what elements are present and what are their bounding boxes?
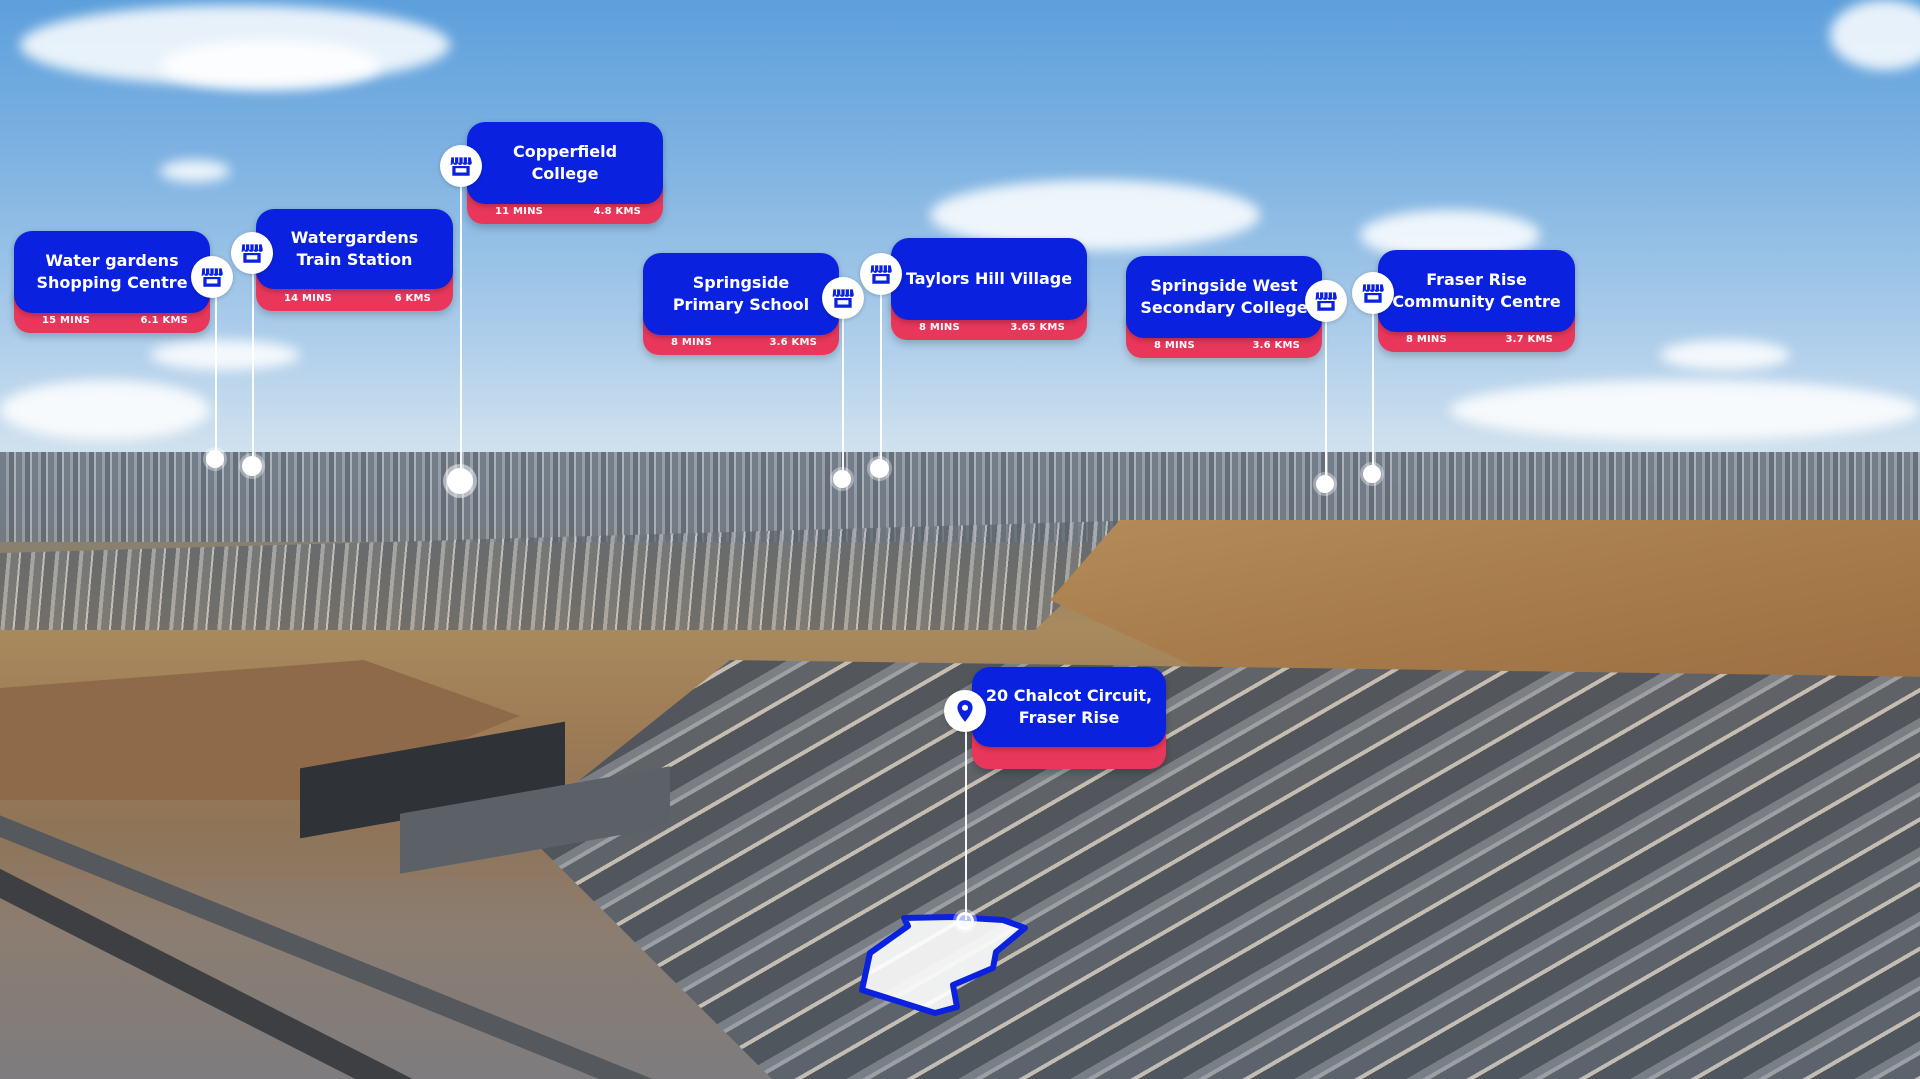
cloud bbox=[150, 340, 300, 370]
property-address: 20 Chalcot Circuit, Fraser Rise bbox=[972, 667, 1166, 747]
store-icon[interactable] bbox=[860, 253, 902, 295]
title-line: Taylors Hill Village bbox=[905, 269, 1073, 288]
distance: 3.65 KMS bbox=[1010, 322, 1065, 333]
location-dot-springside-west[interactable] bbox=[1316, 475, 1334, 493]
distance: 6 KMS bbox=[394, 293, 431, 304]
foreground-houses bbox=[520, 660, 1920, 1079]
travel-time: 14 MINS bbox=[284, 293, 333, 304]
cloud bbox=[1830, 0, 1920, 70]
store-icon[interactable] bbox=[231, 232, 273, 274]
location-dot-water-gardens[interactable] bbox=[206, 450, 224, 468]
pin-line bbox=[1325, 320, 1327, 480]
location-dot-watergardens-station[interactable] bbox=[242, 456, 262, 476]
store-icon[interactable] bbox=[1352, 272, 1394, 314]
cloud bbox=[0, 380, 210, 440]
distance: 4.8 KMS bbox=[593, 206, 641, 217]
pin-line bbox=[1372, 312, 1374, 472]
distance: 3.6 KMS bbox=[1252, 340, 1300, 351]
travel-time: 11 MINS bbox=[495, 206, 544, 217]
property-address-card[interactable]: 20 Chalcot Circuit, Fraser Rise bbox=[972, 667, 1166, 769]
title-line: College bbox=[531, 164, 599, 183]
title-line: Community Centre bbox=[1392, 292, 1561, 311]
title-line: Train Station bbox=[296, 250, 413, 269]
pin-line bbox=[842, 318, 844, 476]
pin-line bbox=[215, 290, 217, 458]
title-line: Copperfield bbox=[512, 142, 618, 161]
store-icon[interactable] bbox=[191, 256, 233, 298]
distance: 3.7 KMS bbox=[1505, 334, 1553, 345]
location-dot-taylors-hill[interactable] bbox=[870, 459, 889, 478]
card-title: Taylors Hill Village bbox=[891, 238, 1087, 320]
cloud bbox=[160, 160, 230, 182]
cloud bbox=[1660, 340, 1790, 370]
location-dot-fraser-rise-cc[interactable] bbox=[1363, 465, 1381, 483]
amenity-card-taylors-hill[interactable]: 8 MINS 3.65 KMS Taylors Hill Village bbox=[891, 238, 1087, 340]
travel-time: 15 MINS bbox=[42, 315, 91, 326]
pin-line bbox=[460, 185, 462, 475]
title-line: Water gardens bbox=[45, 251, 179, 270]
location-dot-springside-primary[interactable] bbox=[833, 470, 851, 488]
title-line: Springside West bbox=[1150, 276, 1298, 295]
distance: 3.6 KMS bbox=[769, 337, 817, 348]
travel-time: 8 MINS bbox=[1406, 334, 1447, 345]
travel-time: 8 MINS bbox=[919, 322, 960, 333]
cloud bbox=[160, 40, 380, 90]
cloud bbox=[1450, 380, 1920, 440]
title-line: Watergardens bbox=[290, 228, 419, 247]
store-icon[interactable] bbox=[822, 277, 864, 319]
title-line: Secondary College bbox=[1140, 298, 1308, 317]
title-line: Primary School bbox=[672, 295, 810, 314]
pin-line-property bbox=[965, 730, 967, 920]
store-icon[interactable] bbox=[440, 145, 482, 187]
title-line: Springside bbox=[692, 273, 790, 292]
travel-time: 8 MINS bbox=[1154, 340, 1195, 351]
address-line-2: Fraser Rise bbox=[1018, 708, 1120, 727]
title-line: Fraser Rise bbox=[1426, 270, 1527, 289]
title-line: Shopping Centre bbox=[36, 273, 188, 292]
pin-line bbox=[880, 294, 882, 464]
location-dot-copperfield[interactable] bbox=[447, 468, 473, 494]
map-pin-icon[interactable] bbox=[944, 690, 986, 732]
store-icon[interactable] bbox=[1305, 280, 1347, 322]
travel-time: 8 MINS bbox=[671, 337, 712, 348]
property-dot[interactable] bbox=[956, 912, 974, 930]
distance: 6.1 KMS bbox=[140, 315, 188, 326]
address-line-1: 20 Chalcot Circuit, bbox=[985, 686, 1153, 705]
pin-line bbox=[252, 266, 254, 462]
